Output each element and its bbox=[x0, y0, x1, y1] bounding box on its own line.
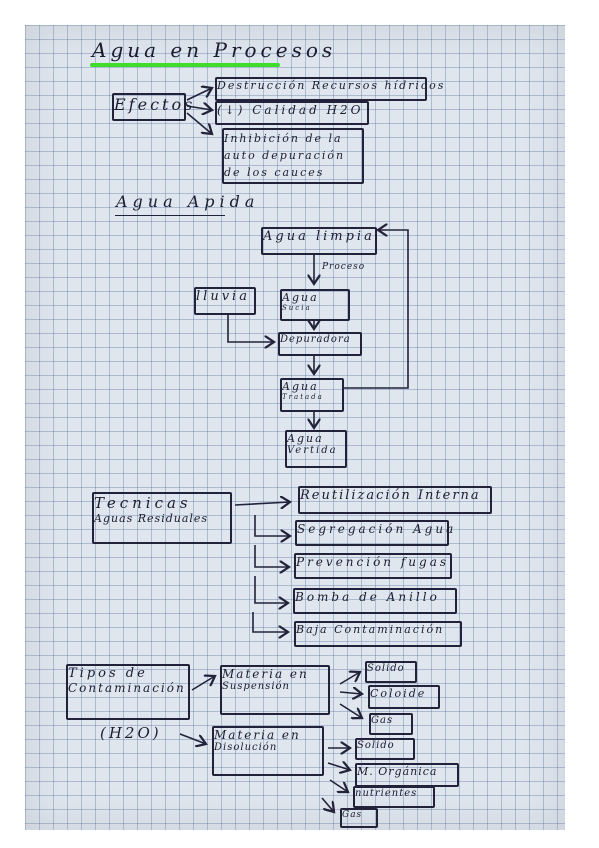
title-underline bbox=[115, 215, 225, 216]
disolucion-solido: Solido bbox=[355, 738, 415, 760]
effect-inhibicion: Inhibición de la auto depuración de los … bbox=[222, 128, 364, 184]
arrow-tipos-suspension bbox=[191, 676, 215, 691]
agua-limpia-box: Agua limpia bbox=[261, 227, 377, 255]
arrow-recycle-loop bbox=[343, 230, 409, 389]
materia-suspension-box: Materia en Suspensión bbox=[220, 665, 330, 715]
arrow-tecnicas-bomba bbox=[254, 576, 288, 603]
arrow-susp-solido bbox=[339, 672, 360, 685]
efectos-box: Efectos bbox=[112, 93, 192, 121]
arrow-dis-nutrientes bbox=[329, 779, 348, 792]
agua-vertida-box: Agua Vertida bbox=[285, 430, 347, 468]
arrow-efectos-inhibicion bbox=[186, 112, 212, 134]
arrow-tecnicas-reutilizacion bbox=[234, 502, 290, 505]
arrow-lluvia-depuradora bbox=[227, 314, 274, 342]
tecnica-baja-contaminacion: Baja Contaminación bbox=[294, 621, 462, 647]
lluvia-box: lluvia bbox=[194, 287, 256, 315]
suspension-coloide: Coloide bbox=[368, 685, 440, 709]
suspension-solido: Solido bbox=[365, 661, 417, 683]
tecnica-segregacion: Segregación Agua bbox=[295, 520, 453, 546]
arrow-tipos-disolucion bbox=[179, 733, 206, 744]
tecnica-reutilizacion: Reutilización Interna bbox=[298, 486, 492, 514]
arrow-tecnicas-segregacion bbox=[254, 515, 290, 536]
title-highlight bbox=[90, 63, 280, 67]
tecnica-prevencion: Prevención fugas bbox=[294, 553, 452, 579]
h2o-formula: (H2O) bbox=[100, 724, 162, 742]
arrow-susp-coloide bbox=[339, 692, 362, 694]
arrow-tecnicas-baja bbox=[252, 612, 288, 632]
arrow-efectos-destruccion bbox=[186, 88, 212, 101]
notebook-page bbox=[25, 25, 565, 830]
arrow-efectos-calidad bbox=[186, 106, 212, 110]
depuradora-box: Depuradora bbox=[278, 332, 362, 356]
tipos-contaminacion-box: Tipos de Contaminación bbox=[66, 664, 190, 720]
disolucion-nutrientes: nutrientes bbox=[353, 786, 435, 808]
materia-disolucion-box: Materia en Disolución bbox=[212, 726, 324, 776]
proceso-label: Proceso bbox=[322, 262, 366, 272]
arrow-dis-gas bbox=[321, 797, 334, 812]
arrow-tecnicas-prevencion bbox=[254, 545, 289, 567]
tecnicas-box: Tecnicas Aguas Residuales bbox=[92, 492, 232, 544]
section-title-agua-en-procesos: Agua en Procesos bbox=[92, 38, 337, 62]
agua-tratada-box: Agua Tratada bbox=[280, 378, 344, 412]
arrow-dis-organica bbox=[327, 763, 350, 770]
arrow-susp-gas bbox=[339, 703, 362, 718]
effect-destruccion: Destrucción Recursos hídricos bbox=[215, 77, 443, 101]
tecnica-bomba: Bomba de Anillo bbox=[293, 588, 457, 614]
disolucion-gas: Gas bbox=[340, 808, 378, 828]
suspension-gas: Gas bbox=[369, 713, 413, 735]
effect-calidad: (↓) Calidad H2O bbox=[215, 101, 369, 125]
section-title-agua-apida: Agua Apida bbox=[116, 192, 260, 211]
